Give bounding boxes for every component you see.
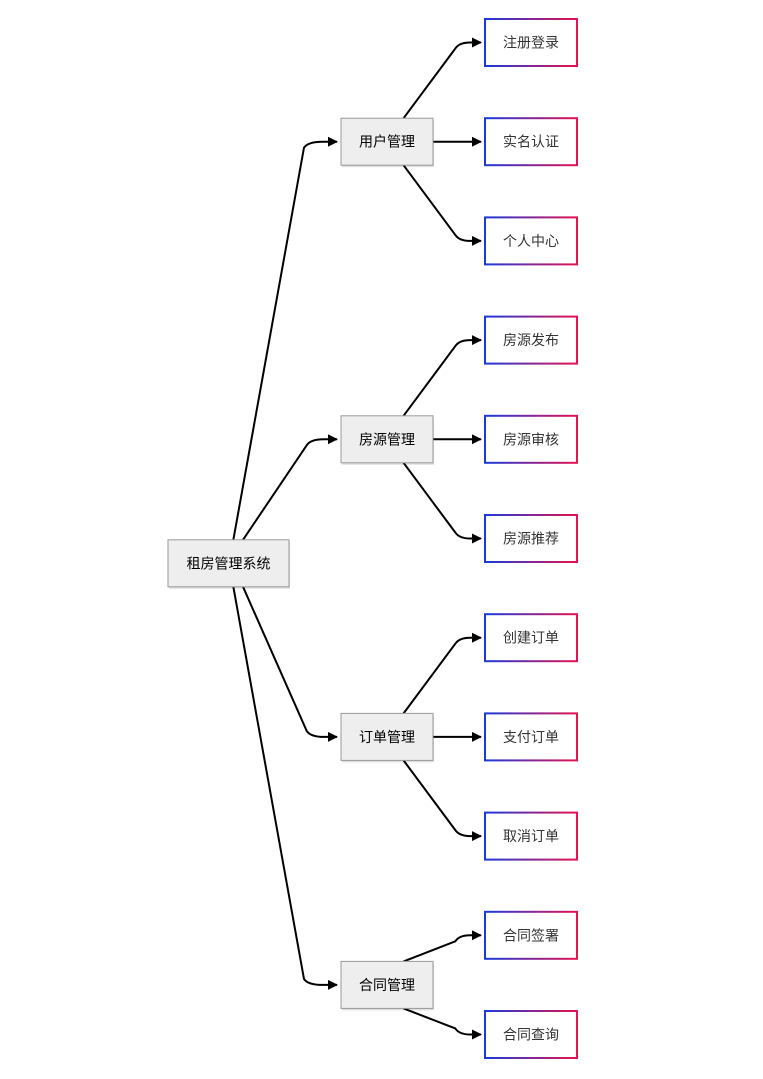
module-node: 订单管理 — [340, 712, 434, 763]
edge-module-to-leaf — [402, 462, 482, 544]
module-node-box — [340, 117, 434, 166]
leaf-node: 实名认证 — [484, 117, 578, 167]
edge-root-to-module — [232, 586, 338, 990]
leaf-node-box — [484, 117, 578, 167]
module-node-box — [340, 960, 434, 1009]
root-node-label: 租房管理系统 — [187, 556, 271, 572]
module-node: 合同管理 — [340, 960, 434, 1011]
leaf-node-label: 房源推荐 — [503, 532, 559, 548]
leaf-node: 合同查询 — [484, 1010, 578, 1059]
leaf-node: 房源发布 — [484, 315, 578, 365]
edge-module-to-leaf — [402, 164, 482, 246]
root-node-box — [167, 539, 290, 588]
leaf-node-label: 合同查询 — [503, 1028, 559, 1044]
leaf-node-box — [484, 910, 578, 960]
leaf-node-box — [484, 315, 578, 365]
edge-module-to-leaf — [402, 335, 482, 417]
leaf-node: 创建订单 — [484, 613, 578, 663]
leaf-node-box — [484, 613, 578, 663]
leaf-node: 个人中心 — [484, 216, 578, 266]
leaf-node-box — [484, 811, 578, 861]
leaf-node-box — [484, 414, 578, 464]
edge-module-to-leaf — [403, 1007, 482, 1040]
module-node: 用户管理 — [340, 117, 434, 168]
leaf-node: 房源审核 — [484, 414, 578, 464]
leaf-node-label: 房源审核 — [503, 432, 559, 448]
leaf-node-box — [484, 18, 578, 67]
edge-root-to-module — [242, 586, 338, 742]
edge-module-to-leaf — [403, 930, 482, 963]
leaf-node-label: 支付订单 — [503, 730, 559, 746]
leaf-node: 合同签署 — [484, 910, 578, 960]
leaf-node-label: 取消订单 — [503, 829, 559, 845]
module-node-label: 房源管理 — [359, 432, 415, 448]
module-node-box — [340, 415, 434, 464]
edge-module-to-leaf — [402, 759, 482, 842]
module-node-box — [340, 712, 434, 761]
leaf-node-label: 创建订单 — [503, 631, 559, 647]
leaf-node: 取消订单 — [484, 811, 578, 861]
edge-module-to-leaf — [402, 632, 482, 714]
module-node: 房源管理 — [340, 415, 434, 465]
leaf-node: 注册登录 — [484, 18, 578, 67]
leaf-node-label: 合同签署 — [503, 927, 559, 944]
leaf-node-label: 个人中心 — [503, 234, 559, 250]
leaf-node: 支付订单 — [484, 712, 578, 762]
leaf-node-label: 注册登录 — [503, 36, 559, 52]
leaf-node-box — [484, 712, 578, 762]
root-node: 租房管理系统 — [167, 539, 290, 589]
edge-module-to-leaf — [402, 37, 482, 119]
leaf-node-box — [484, 514, 578, 563]
edges-layer — [232, 37, 482, 1040]
leaf-node-label: 实名认证 — [503, 135, 559, 151]
module-node-label: 合同管理 — [359, 978, 415, 994]
module-node-label: 用户管理 — [359, 134, 415, 151]
module-node-label: 订单管理 — [359, 730, 415, 746]
edge-root-to-module — [242, 434, 338, 541]
leaf-node-label: 房源发布 — [503, 333, 559, 349]
leaf-node: 房源推荐 — [484, 514, 578, 563]
leaf-node-box — [484, 1010, 578, 1059]
leaf-node-box — [484, 216, 578, 266]
edge-root-to-module — [232, 136, 338, 540]
